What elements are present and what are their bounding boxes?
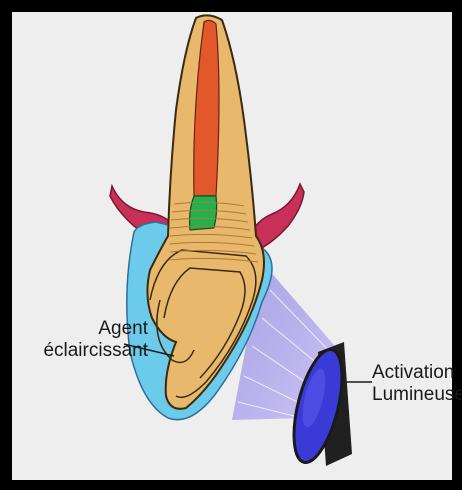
- agent-label-line2: éclaircissant: [16, 340, 148, 362]
- canal-filling: [190, 196, 217, 230]
- agent-label-line1: Agent: [16, 318, 148, 340]
- light-activation-label: Activation Lumineuse: [372, 362, 462, 406]
- bleaching-agent-label: Agent éclaircissant: [16, 318, 148, 362]
- activation-label-line2: Lumineuse: [372, 384, 462, 406]
- activation-label-line1: Activation: [372, 362, 462, 384]
